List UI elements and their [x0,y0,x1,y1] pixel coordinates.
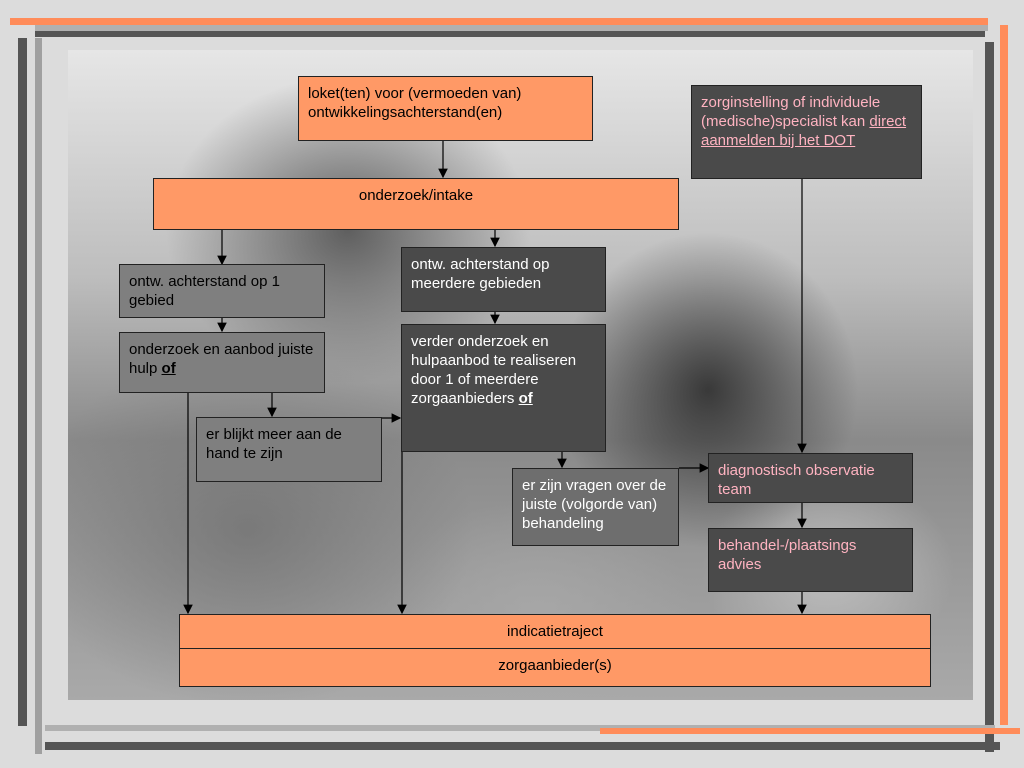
box-advies-text: behandel-/plaatsings advies [718,537,857,573]
frame-bar-top-dark [35,31,985,37]
box-loket: loket(ten) voor (vermoeden van) ontwikke… [298,76,593,141]
box-vragen-behandeling: er zijn vragen over de juiste (volgorde … [512,468,679,546]
box-onderzoek-aanbod: onderzoek en aanbod juiste hulp of [119,332,325,393]
frame-bar-left-dark [18,38,27,726]
box-onderzoek-aanbod-text: onderzoek en aanbod juiste hulp [129,341,314,377]
box-zorginstelling-text: zorginstelling of individuele (medische)… [701,94,881,130]
box-onderzoek-intake: onderzoek/intake [153,178,679,230]
frame-bar-bottom-light [45,725,995,731]
box-onderzoek-intake-text: onderzoek/intake [358,187,474,204]
box-zorginstelling: zorginstelling of individuele (medische)… [691,85,922,179]
frame-bar-top-orange [10,18,988,25]
frame-bar-bottom-orange [600,728,1020,734]
box-zorgaanbieders: zorgaanbieder(s) [179,648,931,687]
box-indicatietraject: indicatietraject [179,614,931,649]
frame-bar-right-dark [985,42,994,752]
box-verder-onderzoek: verder onderzoek en hulpaanbod te realis… [401,324,606,452]
frame-bar-bottom-dark [45,742,1000,750]
frame-bar-top-lightgray [35,25,988,31]
box-indicatietraject-text: indicatietraject [507,623,603,640]
box-verder-onderzoek-of: of [518,390,533,407]
box-advies: behandel-/plaatsings advies [708,528,913,592]
box-vragen-text: er zijn vragen over de juiste (volgorde … [522,477,667,532]
box-meer-aan-de-hand: er blijkt meer aan de hand te zijn [196,417,382,482]
box-diagnostisch-observatie-team: diagnostisch observatie team [708,453,913,503]
box-achterstand-meerdere: ontw. achterstand op meerdere gebieden [401,247,606,312]
box-zorgaanbieders-text: zorgaanbieder(s) [498,657,612,674]
box-meer-aan-de-hand-text: er blijkt meer aan de hand te zijn [206,426,342,462]
box-achterstand-meerdere-text: ontw. achterstand op meerdere gebieden [411,256,550,292]
box-onderzoek-aanbod-of: of [161,360,176,377]
box-zorginstelling-link: direct aanmelden bij het DOT [701,113,907,149]
frame-bar-right-orange [1000,25,1008,725]
box-dot-text: diagnostisch observatie team [718,462,875,498]
box-achterstand-1-gebied: ontw. achterstand op 1 gebied [119,264,325,318]
box-loket-text: loket(ten) voor (vermoeden van) ontwikke… [308,85,522,121]
box-verder-onderzoek-text: verder onderzoek en hulpaanbod te realis… [411,333,577,407]
frame-bar-left-light [35,38,42,754]
box-achterstand-1-text: ontw. achterstand op 1 gebied [129,273,280,309]
